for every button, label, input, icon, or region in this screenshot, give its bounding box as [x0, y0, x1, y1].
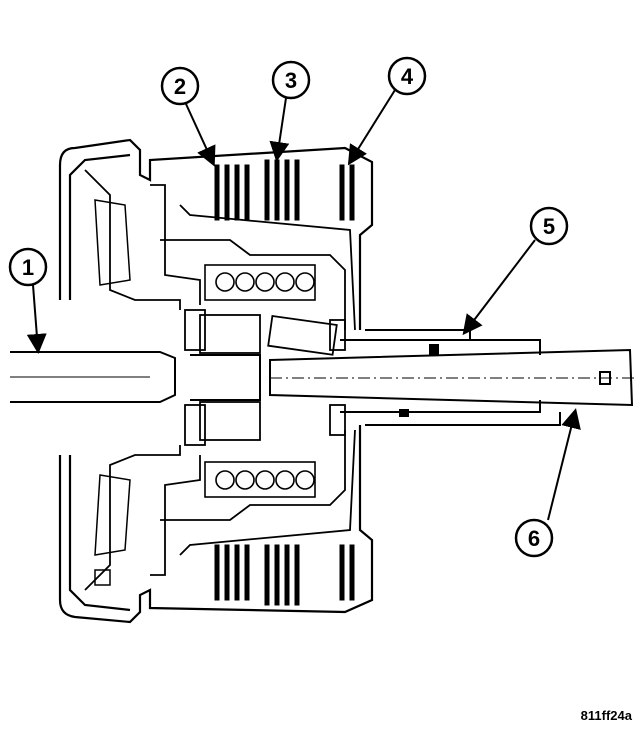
- clutch-pack-upper: [214, 159, 355, 221]
- callout-4: 4: [347, 56, 427, 166]
- input-shaft: [10, 351, 261, 403]
- figure-code: 811ff24a: [580, 708, 632, 723]
- callout-5-label: 5: [543, 214, 555, 239]
- callout-1-label: 1: [22, 255, 34, 280]
- clutch-hub: [84, 169, 356, 591]
- piston-balls-upper: [204, 264, 316, 301]
- belleville-spring: [94, 199, 131, 586]
- callout-5: 5: [462, 206, 569, 336]
- callout-1: 1: [8, 247, 48, 354]
- callout-6: 6: [514, 408, 581, 558]
- clutch-pack-lower: [214, 544, 355, 606]
- output-shaft: [269, 329, 636, 426]
- callout-2: 2: [160, 66, 216, 167]
- piston-balls-lower: [204, 461, 316, 498]
- callout-6-label: 6: [528, 526, 540, 551]
- callout-3-label: 3: [285, 68, 297, 93]
- callout-3: 3: [269, 60, 311, 162]
- spline-bearing: [184, 309, 346, 446]
- callout-2-label: 2: [174, 74, 186, 99]
- callout-4-label: 4: [401, 64, 414, 89]
